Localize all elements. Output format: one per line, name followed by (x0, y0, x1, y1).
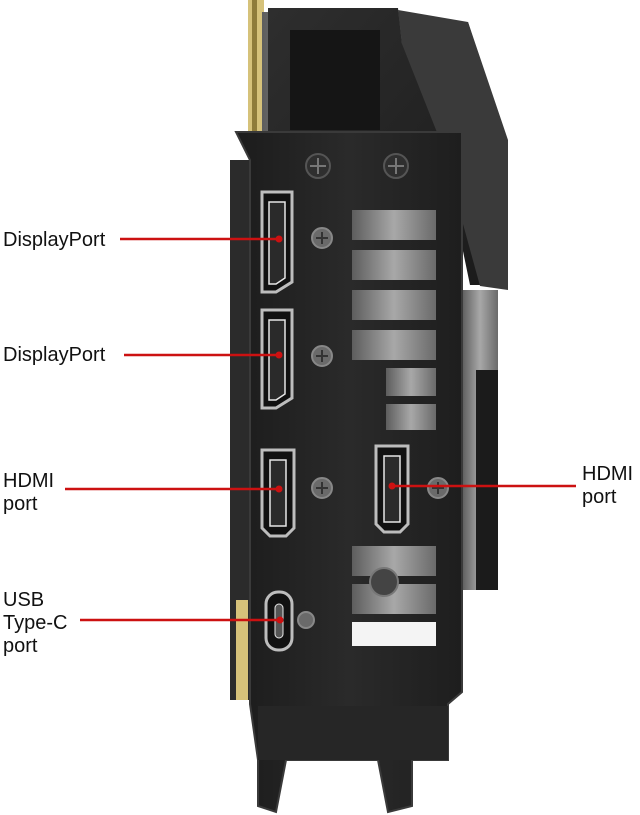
label-displayport-1: DisplayPort (3, 229, 106, 251)
displayport-connector-1 (260, 190, 294, 294)
hdmi-connector-left (260, 448, 296, 538)
vent-slot (386, 368, 436, 396)
label-usb-c: USB Type-C port (3, 589, 68, 657)
screw-slot-icon (388, 158, 404, 174)
vent-slot (386, 404, 436, 430)
bracket-screws-top (305, 153, 409, 179)
screw-icon (297, 611, 315, 629)
vent-slot (352, 250, 436, 280)
pcb-edge-top-inner (252, 0, 257, 140)
pcb-left-gold (236, 600, 248, 700)
pcb-left-strip (230, 160, 250, 700)
port-screws (297, 227, 449, 629)
fan-hub-icon (369, 567, 399, 597)
leader-dot (388, 482, 396, 490)
card-left-edge (230, 160, 250, 700)
displayport-slot (268, 319, 286, 401)
vent-slot (352, 330, 436, 360)
card-side-cooler (462, 290, 498, 590)
screw-slot-icon (316, 232, 328, 244)
label-hdmi-left: HDMI port (3, 470, 55, 515)
leader-dot (275, 235, 283, 243)
screw-slot-icon (432, 482, 444, 494)
screw-slot-icon (310, 158, 326, 174)
vent-slot (352, 622, 436, 646)
vent-slot (352, 290, 436, 320)
label-hdmi-right: HDMI port (582, 463, 634, 508)
displayport-connector-2 (260, 308, 294, 410)
displayport-slot (268, 201, 286, 285)
hdmi-slot (269, 459, 287, 527)
leader-dot (276, 616, 284, 624)
io-bracket-tab (258, 706, 448, 760)
screw-slot-icon (316, 482, 328, 494)
leader-dot (275, 351, 283, 359)
bracket-vent-grill (352, 210, 436, 646)
vent-slot (352, 210, 436, 240)
label-displayport-2: DisplayPort (3, 344, 106, 366)
shroud-block (290, 30, 380, 130)
leader-lines (65, 235, 576, 624)
screw-slot-icon (316, 350, 328, 362)
leader-dot (275, 485, 283, 493)
side-shroud (476, 370, 498, 590)
